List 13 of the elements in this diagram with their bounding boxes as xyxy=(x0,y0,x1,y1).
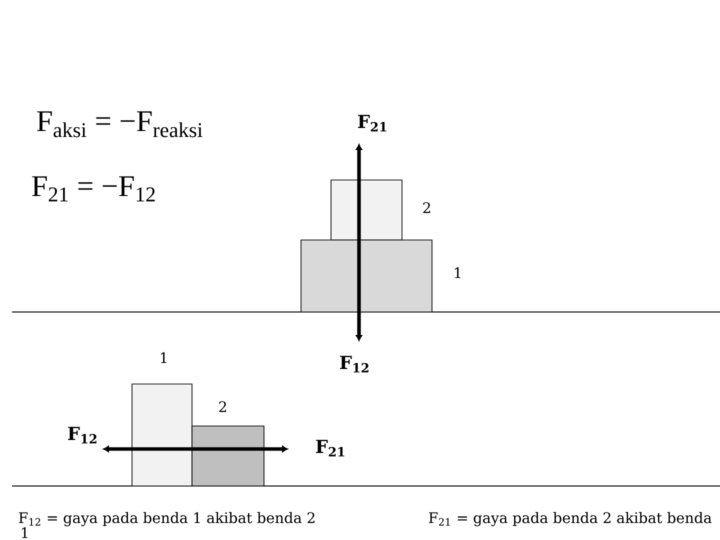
number: 1 xyxy=(22,527,28,538)
note: F$_{12}$ = gaya pada benda 1 akibat benda 2 xyxy=(19,512,314,526)
block xyxy=(300,240,432,312)
block-number: 2 xyxy=(423,202,430,213)
block xyxy=(192,426,264,486)
block-number: 1 xyxy=(160,352,166,363)
block-number: 1 xyxy=(454,267,460,278)
block xyxy=(132,384,192,486)
note: F$_{21}$ = gaya pada benda 2 akibat benda xyxy=(429,512,712,526)
equation: F$_{aksi}$ = −F$_{reaksi}$ xyxy=(37,111,202,138)
equation: F$_{21}$ = −F$_{12}$ xyxy=(32,176,155,202)
block xyxy=(330,180,402,240)
block-number: 2 xyxy=(219,401,226,412)
